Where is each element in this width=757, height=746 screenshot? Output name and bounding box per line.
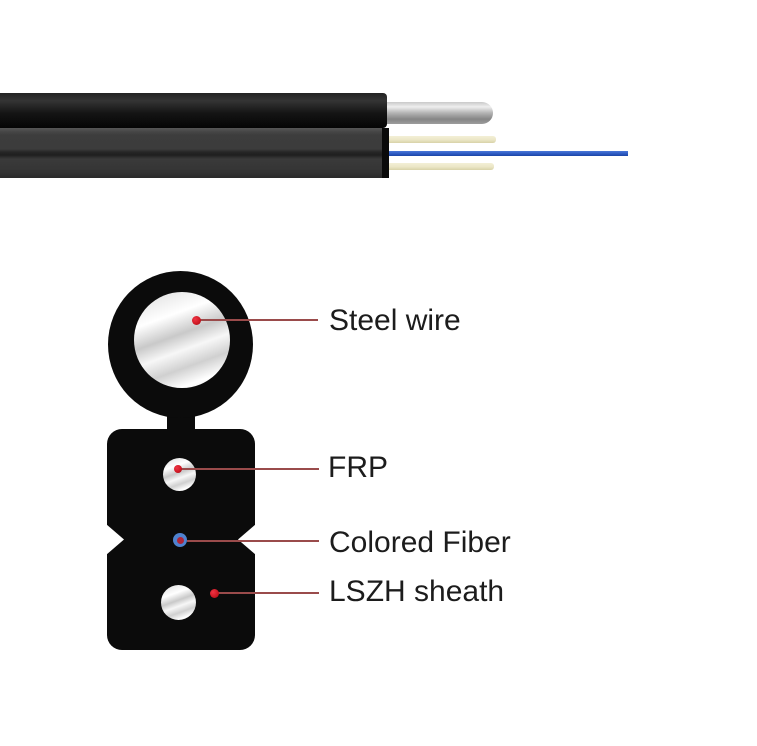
steel-wire-leader-line <box>196 319 318 321</box>
steel-wire-marker-dot <box>192 316 201 325</box>
colored-fiber-dot <box>173 533 187 547</box>
steel-wire-label: Steel wire <box>329 304 461 337</box>
cable-messenger-tube <box>0 93 387 128</box>
frp-label: FRP <box>328 451 388 484</box>
frp-leader-line <box>178 468 319 470</box>
steel-wire-photo <box>374 102 493 124</box>
frp-rod-upper <box>163 458 196 491</box>
lszh-marker-dot <box>210 589 219 598</box>
blue-fiber-strand <box>387 151 628 156</box>
cable-flat-body <box>0 128 389 178</box>
steel-wire-core <box>134 292 230 388</box>
colored-fiber-label: Colored Fiber <box>329 526 511 559</box>
frp-marker-dot <box>174 465 182 473</box>
lszh-leader-line <box>214 592 319 594</box>
messenger-sheath-ring <box>108 271 253 418</box>
lszh-sheath-label: LSZH sheath <box>329 575 505 608</box>
frp-strand-upper <box>387 136 496 143</box>
frp-strand-lower <box>387 163 494 170</box>
fiber-core <box>176 536 184 544</box>
colored-fiber-leader-line <box>187 540 319 542</box>
frp-rod-lower <box>161 585 196 620</box>
